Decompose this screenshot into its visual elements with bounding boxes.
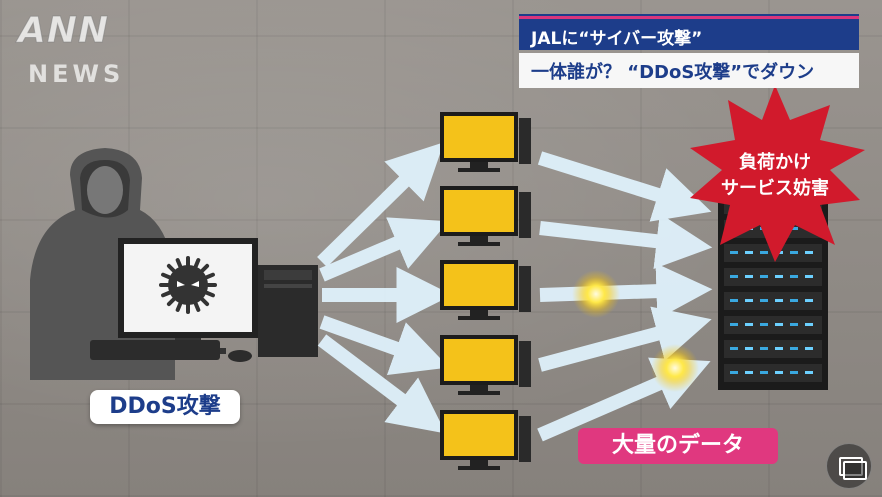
overload-line-2: サービス妨害 (721, 178, 829, 199)
ddos-attack-label: DDoS攻撃 (90, 390, 240, 424)
overload-label: 負荷かけ サービス妨害 (700, 150, 850, 202)
arrow-bot-4-to-server (538, 306, 712, 372)
caption-line-2: 一体誰が？ “DDoS攻撃”でダウン (519, 53, 859, 88)
caption-line-1: JALに“サイバー攻撃” (519, 14, 859, 50)
glow-spark-icon (572, 270, 699, 392)
pip-button[interactable] (826, 443, 872, 489)
large-data-label: 大量のデータ (578, 428, 778, 464)
bot-monitor-icon (440, 112, 531, 172)
bot-monitor-icon (440, 335, 531, 395)
explosion-burst-icon (690, 85, 865, 262)
arrow-attacker-to-bot-1 (317, 142, 444, 267)
attack-arrows (317, 142, 453, 434)
logo-news: NEWS (28, 60, 125, 88)
bot-monitor-icon (440, 186, 531, 246)
logo-ann: ANN (17, 10, 110, 52)
arrow-bot-1-to-server (537, 151, 712, 222)
arrow-attacker-to-bot-4 (319, 315, 450, 376)
bot-monitor-icon (440, 410, 531, 470)
overload-line-1: 負荷かけ (739, 152, 811, 173)
virus-icon (159, 256, 217, 314)
arrow-bot-2-to-server (539, 213, 713, 270)
news-caption: JALに“サイバー攻撃” 一体誰が？ “DDoS攻撃”でダウン (519, 14, 859, 88)
bot-monitor-icon (440, 260, 531, 320)
arrow-attacker-to-bot-5 (317, 334, 446, 434)
arrow-attacker-to-bot-2 (319, 217, 449, 282)
attacker-computer (90, 238, 318, 362)
bot-computers (440, 112, 531, 470)
